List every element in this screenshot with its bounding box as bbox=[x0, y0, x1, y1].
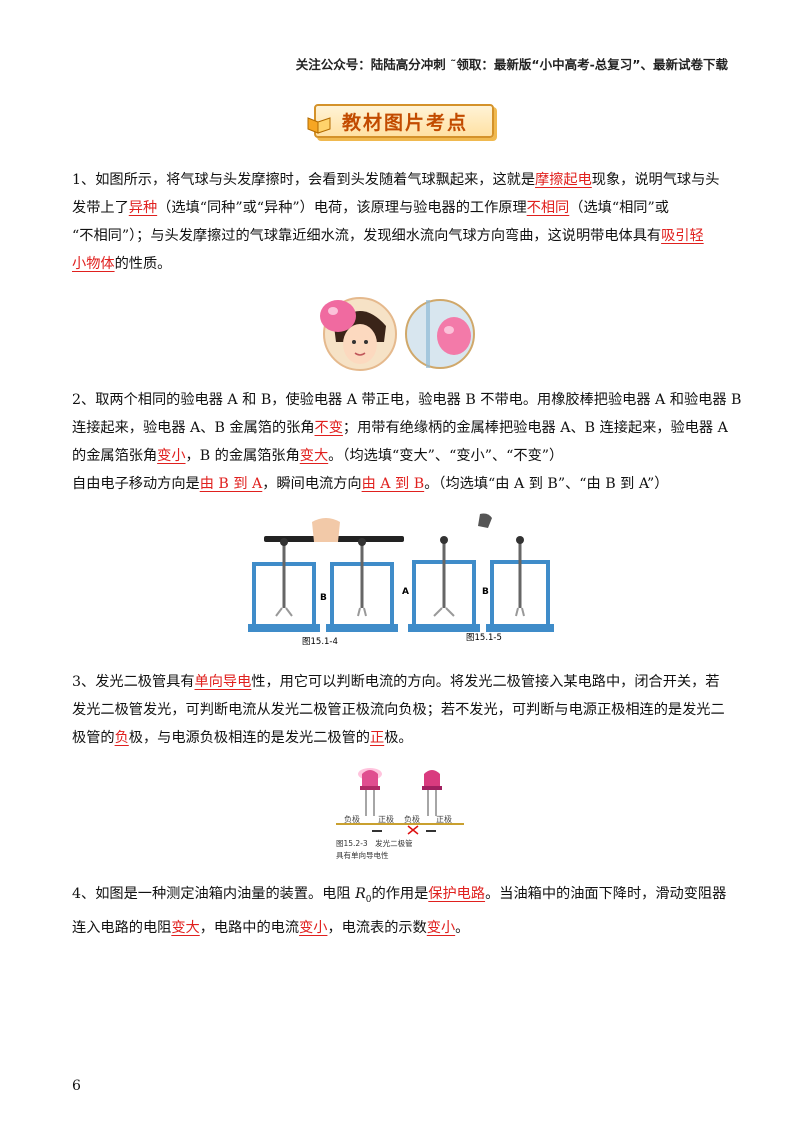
electroscope-figure: B A B 图15.1-4 图15.1-5 bbox=[248, 513, 554, 647]
question-2: 2、取两个相同的验电器 A 和 B，使验电器 A 带正电，验电器 B 不带电。用… bbox=[72, 392, 742, 492]
label-a-right: A bbox=[402, 587, 409, 597]
question-4: 4、如图是一种测定油箱内油量的装置。电阻 R0的作用是保护电路。当油箱中的油面下… bbox=[72, 886, 727, 936]
answer-4-3: 变小 bbox=[299, 919, 328, 936]
answer-3-1: 单向导电 bbox=[194, 674, 252, 690]
answer-3-2: 负 bbox=[114, 730, 129, 746]
led-caption-2: 具有单向导电性 bbox=[336, 850, 389, 860]
answer-2-1: 不变 bbox=[314, 420, 343, 436]
section-banner: 教材图片考点 bbox=[306, 100, 494, 140]
banner-title: 教材图片考点 bbox=[342, 112, 469, 134]
r0-symbol: R bbox=[355, 886, 366, 902]
led-figure: 负极 正极 负极 正极 图15.2-3 发光二极管 具有单向导电性 bbox=[336, 768, 464, 860]
led-neg-label-1: 负极 bbox=[344, 814, 360, 824]
answer-4-1: 保护电路 bbox=[428, 886, 486, 902]
question-3: 3、发光二极管具有单向导电性，用它可以判断电流的方向。将发光二极管接入某电路中，… bbox=[72, 674, 725, 746]
answer-1-4a: 吸引轻 bbox=[661, 228, 704, 244]
caption-15-1-5: 图15.1-5 bbox=[466, 633, 502, 643]
led-caption-1: 图15.2-3 发光二极管 bbox=[336, 838, 413, 848]
answer-2-5: 由 A 到 B bbox=[361, 476, 425, 492]
led-pos-label-1: 正极 bbox=[378, 814, 394, 824]
balloon-hair-figure bbox=[320, 297, 475, 371]
answer-1-3: 不相同 bbox=[526, 200, 570, 216]
label-b-right: B bbox=[482, 587, 489, 597]
answer-3-3: 正 bbox=[369, 730, 385, 746]
answer-1-1: 摩擦起电 bbox=[535, 172, 592, 188]
page-number: 6 bbox=[72, 1078, 81, 1094]
led-neg-label-2: 负极 bbox=[404, 814, 420, 824]
label-b-left: B bbox=[320, 593, 327, 603]
answer-2-4: 由 B 到 A bbox=[199, 476, 263, 492]
answer-4-4: 变小 bbox=[426, 919, 456, 936]
banner-plate bbox=[314, 104, 494, 138]
answer-4-2: 变大 bbox=[171, 919, 200, 936]
answer-1-4b: 小物体 bbox=[72, 256, 115, 272]
question-1: 1、如图所示，将气球与头发摩擦时，会看到头发随着气球飘起来，这就是摩擦起电现象，… bbox=[72, 172, 720, 272]
book-icon bbox=[307, 117, 331, 134]
led-pos-label-2: 正极 bbox=[436, 814, 452, 824]
answer-2-2: 变小 bbox=[157, 448, 186, 464]
answer-2-3: 变大 bbox=[299, 448, 329, 464]
caption-15-1-4: 图15.1-4 bbox=[302, 637, 338, 647]
answer-1-2: 异种 bbox=[128, 200, 158, 216]
header-note: 关注公众号：陆陆高分冲刺 ˜领取：最新版“小中高考-总复习”、最新试卷下载 bbox=[295, 57, 728, 72]
